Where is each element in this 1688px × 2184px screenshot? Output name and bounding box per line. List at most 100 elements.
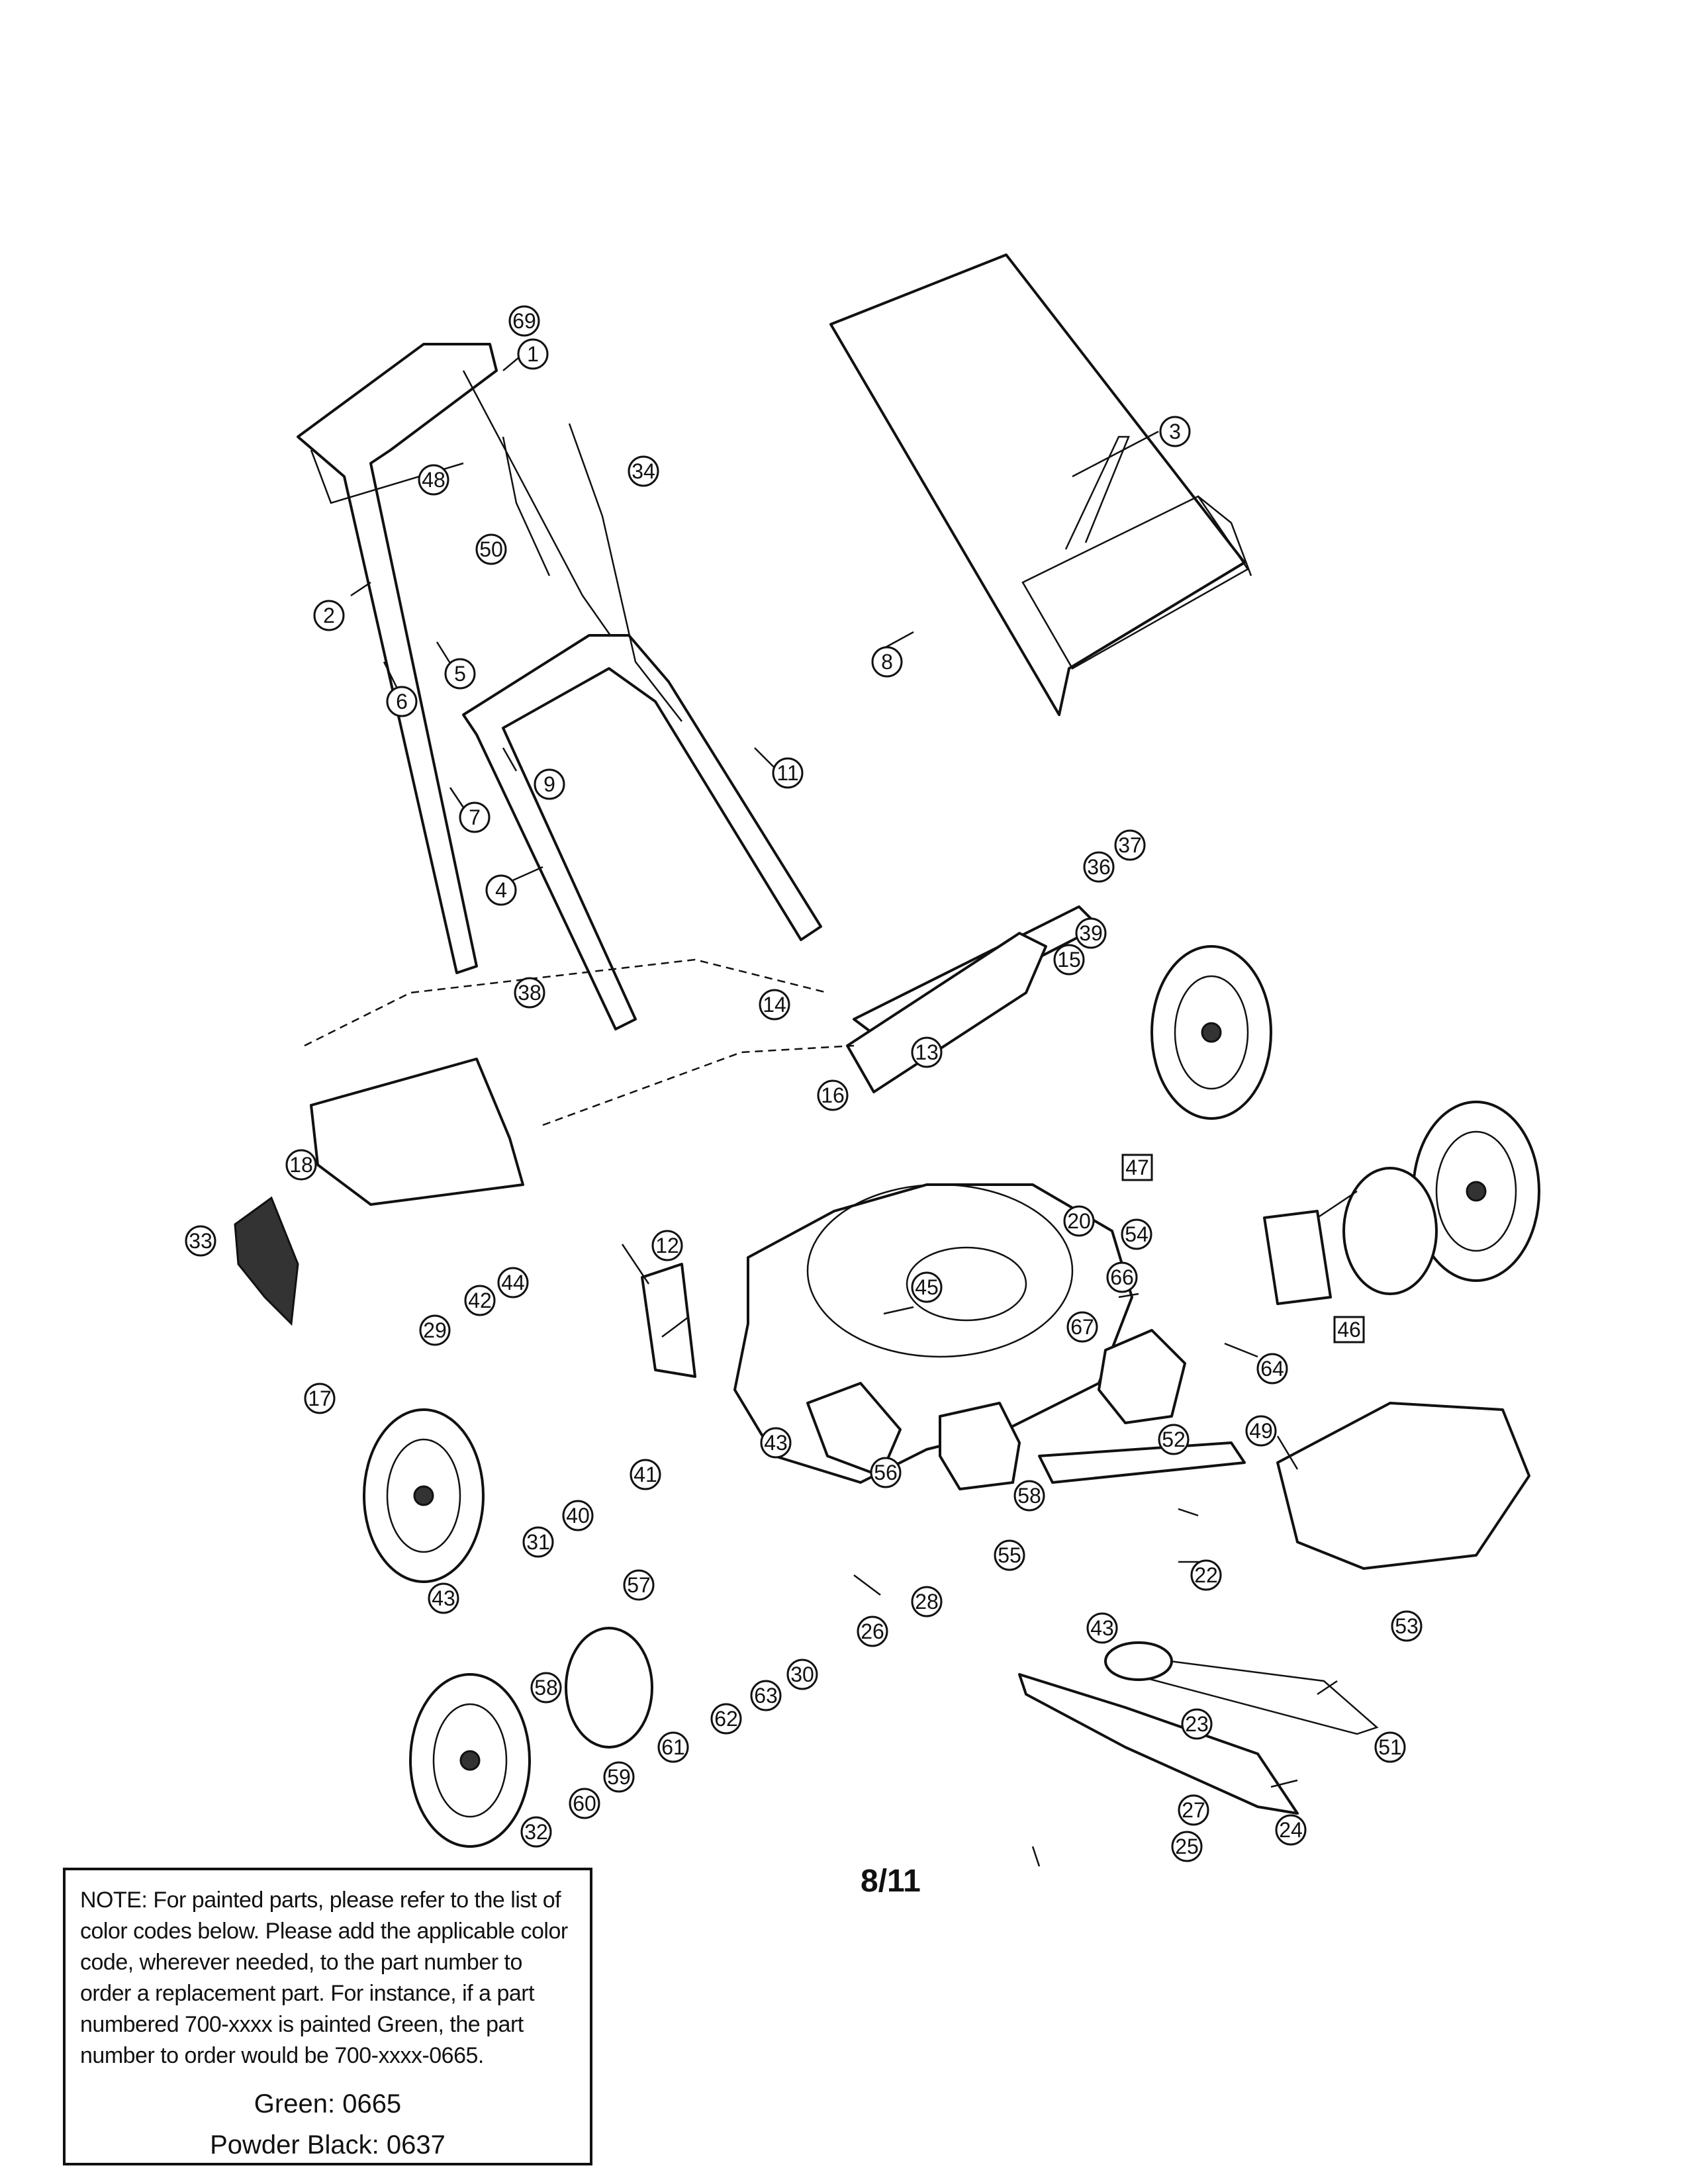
svg-text:14: 14 (763, 993, 786, 1017)
drawing (234, 253, 1540, 1867)
height-adjuster-front (641, 1263, 696, 1378)
callout-1: 1 (517, 338, 549, 370)
callout-25: 25 (1171, 1831, 1203, 1862)
svg-text:66: 66 (1110, 1265, 1134, 1289)
callout-55: 55 (994, 1539, 1025, 1571)
svg-text:49: 49 (1249, 1419, 1273, 1443)
callout-60: 60 (569, 1788, 600, 1819)
wheel-front-right (1150, 945, 1272, 1120)
svg-text:34: 34 (632, 459, 655, 483)
svg-text:55: 55 (998, 1543, 1021, 1567)
svg-text:3: 3 (1169, 420, 1181, 443)
svg-text:47: 47 (1125, 1156, 1149, 1179)
svg-text:43: 43 (432, 1586, 455, 1610)
callout-46: 46 (1333, 1316, 1365, 1343)
svg-text:24: 24 (1279, 1818, 1303, 1842)
callout-59: 59 (603, 1761, 635, 1793)
callout-54: 54 (1121, 1218, 1152, 1250)
callout-36: 36 (1083, 851, 1115, 883)
svg-text:60: 60 (573, 1792, 596, 1815)
callout-40: 40 (562, 1500, 594, 1531)
callout-15: 15 (1053, 944, 1085, 976)
svg-text:9: 9 (543, 772, 555, 796)
callout-18: 18 (285, 1149, 317, 1181)
svg-text:67: 67 (1070, 1315, 1094, 1339)
callout-23: 23 (1181, 1708, 1213, 1740)
svg-text:29: 29 (423, 1318, 447, 1342)
wheel-rear-left (409, 1673, 531, 1848)
upper-handle (297, 343, 498, 974)
svg-text:4: 4 (495, 878, 507, 902)
callout-8: 8 (871, 646, 903, 678)
svg-text:40: 40 (566, 1504, 590, 1527)
callout-33: 33 (185, 1225, 216, 1257)
color-code-powder-black: Powder Black: 0637 (210, 2130, 445, 2160)
svg-text:37: 37 (1118, 833, 1142, 857)
svg-text:62: 62 (714, 1707, 738, 1731)
callout-9: 9 (534, 768, 565, 800)
svg-text:54: 54 (1125, 1222, 1149, 1246)
svg-text:15: 15 (1057, 948, 1081, 972)
gear-wheel-right (1342, 1167, 1438, 1295)
svg-text:12: 12 (655, 1234, 679, 1257)
svg-text:5: 5 (454, 662, 466, 686)
callout-49: 49 (1245, 1415, 1277, 1447)
callout-30: 30 (786, 1659, 818, 1690)
callout-43-a: 43 (760, 1427, 792, 1459)
callout-69: 69 (508, 305, 540, 337)
svg-text:30: 30 (790, 1662, 814, 1686)
svg-text:1: 1 (527, 342, 539, 366)
page-number: 8/11 (861, 1864, 921, 1899)
svg-text:50: 50 (479, 537, 503, 561)
callout-44: 44 (497, 1267, 529, 1298)
svg-text:63: 63 (754, 1684, 778, 1707)
svg-text:51: 51 (1378, 1735, 1402, 1759)
callout-17: 17 (304, 1383, 336, 1414)
svg-text:58: 58 (534, 1676, 558, 1700)
callout-57: 57 (623, 1569, 655, 1601)
svg-text:45: 45 (915, 1275, 939, 1299)
svg-text:20: 20 (1067, 1209, 1091, 1233)
svg-text:38: 38 (518, 981, 541, 1005)
callout-31: 31 (522, 1526, 554, 1558)
callout-45: 45 (911, 1271, 943, 1303)
callout-29: 29 (419, 1314, 451, 1346)
callout-61: 61 (657, 1731, 689, 1763)
callout-22: 22 (1190, 1559, 1222, 1591)
callout-63: 63 (750, 1680, 782, 1711)
callout-42: 42 (464, 1285, 496, 1316)
rear-door (846, 932, 1047, 1093)
svg-text:39: 39 (1079, 921, 1103, 945)
transmission (1098, 1329, 1186, 1424)
callout-50: 50 (475, 533, 507, 565)
svg-text:48: 48 (422, 468, 445, 492)
blade (1018, 1673, 1299, 1815)
callout-37: 37 (1114, 829, 1146, 861)
callout-67: 67 (1066, 1311, 1098, 1343)
callout-3: 3 (1159, 416, 1191, 447)
callout-62: 62 (710, 1703, 742, 1735)
blade-adapter (1104, 1641, 1173, 1681)
svg-text:16: 16 (821, 1083, 845, 1107)
gear-wheel-left (565, 1627, 653, 1749)
callout-38: 38 (514, 977, 545, 1009)
callout-32: 32 (520, 1816, 552, 1848)
callout-51: 51 (1374, 1731, 1406, 1763)
control-cable (568, 423, 682, 722)
svg-text:36: 36 (1087, 855, 1111, 879)
callout-27: 27 (1178, 1794, 1209, 1826)
callout-11: 11 (772, 757, 804, 789)
svg-text:17: 17 (308, 1387, 332, 1410)
callout-4: 4 (485, 874, 517, 906)
callout-41: 41 (630, 1459, 661, 1490)
svg-text:26: 26 (861, 1619, 884, 1643)
callout-56: 56 (870, 1457, 902, 1488)
drive-cover (939, 1402, 1021, 1490)
callout-39: 39 (1075, 917, 1107, 949)
svg-text:43: 43 (764, 1431, 788, 1455)
svg-text:7: 7 (469, 805, 481, 829)
callout-48: 48 (418, 464, 449, 496)
svg-text:64: 64 (1260, 1357, 1284, 1381)
svg-text:11: 11 (776, 761, 798, 785)
svg-text:32: 32 (524, 1820, 548, 1844)
